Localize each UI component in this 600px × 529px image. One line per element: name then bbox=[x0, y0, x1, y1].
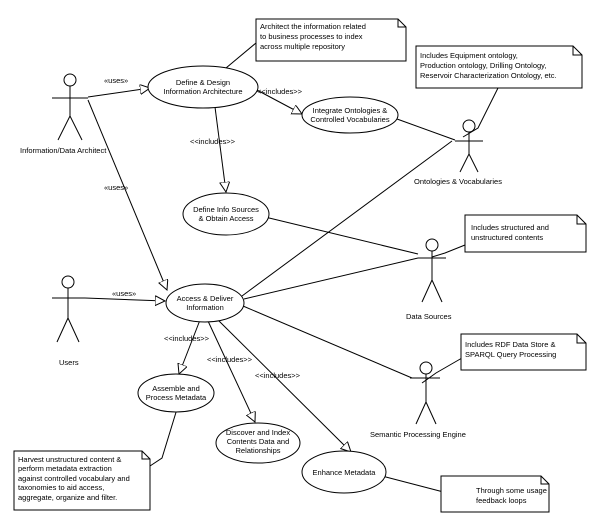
note-text: across multiple repository bbox=[260, 42, 345, 51]
use-case-assemble[interactable]: Assemble and Process Metadata bbox=[137, 373, 215, 413]
note-sources: Includes structured and unstructured con… bbox=[464, 214, 587, 253]
note-text: Architect the information related bbox=[260, 22, 366, 31]
include-line-enhance bbox=[217, 319, 351, 452]
use-case-label: Define Info Sources bbox=[193, 205, 259, 214]
note-ontology: Includes Equipment ontology, Production … bbox=[415, 45, 583, 89]
actor-users[interactable]: Users bbox=[52, 275, 85, 367]
use-case-label: Integrate Ontologies & bbox=[313, 106, 388, 115]
use-case-label: Contents Data and bbox=[227, 437, 290, 446]
note-text: unstructured contents bbox=[471, 233, 543, 242]
note-link-sources bbox=[431, 244, 466, 258]
stick-figure-icon bbox=[410, 361, 440, 425]
assoc-access-engine bbox=[242, 305, 413, 379]
uses-line-define bbox=[87, 88, 150, 98]
use-case-discover[interactable]: Discover and Index Contents Data and Rel… bbox=[215, 422, 301, 464]
note-text: Production ontology, Drilling Ontology, bbox=[420, 61, 546, 70]
includes-label-sources: <<includes>> bbox=[190, 137, 236, 146]
note-text: taxonomies to aid access, bbox=[18, 483, 104, 492]
includes-label-integrate: <<includes>> bbox=[257, 87, 303, 96]
note-link-harvest bbox=[149, 408, 178, 467]
note-text: Through some usage bbox=[476, 486, 547, 495]
uses-label-define: «uses» bbox=[104, 76, 128, 85]
note-text: Includes Equipment ontology, bbox=[420, 51, 518, 60]
include-line-sources bbox=[214, 106, 226, 192]
use-case-label: Access & Deliver bbox=[177, 294, 234, 303]
stick-figure-icon bbox=[418, 238, 446, 303]
use-case-access-deliver[interactable]: Access & Deliver Information bbox=[165, 283, 245, 323]
actor-label: Users bbox=[59, 358, 79, 367]
note-text: feedback loops bbox=[476, 496, 527, 505]
note-link-engine bbox=[421, 357, 463, 384]
note-text: SPARQL Query Processing bbox=[465, 350, 556, 359]
include-line-integrate bbox=[254, 88, 302, 114]
note-engine: Includes RDF Data Store & SPARQL Query P… bbox=[460, 333, 587, 371]
use-case-label: Information bbox=[186, 303, 224, 312]
use-case-label: Assemble and bbox=[152, 384, 200, 393]
use-case-label: Define & Design bbox=[176, 78, 230, 87]
actor-data-sources[interactable]: Data Sources bbox=[406, 238, 452, 321]
note-text: Includes structured and bbox=[471, 223, 549, 232]
actor-ontologies[interactable]: Ontologies & Vocabularies bbox=[414, 119, 502, 186]
use-case-integrate[interactable]: Integrate Ontologies & Controlled Vocabu… bbox=[301, 96, 399, 134]
note-text: against controlled vocabulary and bbox=[18, 474, 130, 483]
note-text: Harvest unstructured content & bbox=[18, 455, 121, 464]
uses-label-users: «uses» bbox=[112, 289, 136, 298]
use-case-label: Controlled Vocabularies bbox=[310, 115, 389, 124]
use-case-label: Process Metadata bbox=[146, 393, 207, 402]
note-text: Reservoir Characterization Ontology, etc… bbox=[420, 71, 557, 80]
users-uses-line bbox=[84, 298, 165, 301]
includes-label-assemble: <<includes>> bbox=[164, 334, 210, 343]
uses-line-access bbox=[87, 99, 167, 290]
assoc-sources-data bbox=[264, 216, 419, 255]
stick-figure-icon bbox=[52, 73, 88, 141]
actor-semantic-engine[interactable]: Semantic Processing Engine bbox=[370, 361, 466, 439]
note-harvest: Harvest unstructured content & perform m… bbox=[13, 450, 151, 511]
actor-label: Data Sources bbox=[406, 312, 452, 321]
note-architect: Architect the information related to bus… bbox=[255, 18, 407, 62]
uses-label-access: «uses» bbox=[104, 183, 128, 192]
stick-figure-icon bbox=[455, 119, 483, 173]
actor-label: Ontologies & Vocabularies bbox=[414, 177, 502, 186]
note-feedback: Through some usage feedback loops bbox=[440, 475, 550, 513]
use-case-label: Information Architecture bbox=[163, 87, 242, 96]
use-case-label: & Obtain Access bbox=[198, 214, 253, 223]
actor-label: Semantic Processing Engine bbox=[370, 430, 466, 439]
use-case-define-sources[interactable]: Define Info Sources & Obtain Access bbox=[182, 192, 270, 236]
note-text: perform metadata extraction bbox=[18, 464, 112, 473]
assoc-access-data bbox=[243, 257, 419, 300]
note-text: Includes RDF Data Store & bbox=[465, 340, 555, 349]
includes-label-enhance: <<includes>> bbox=[255, 371, 301, 380]
include-line-assemble bbox=[179, 319, 201, 374]
actor-architect[interactable]: Information/Data Architect bbox=[20, 73, 107, 155]
stick-figure-icon bbox=[52, 275, 85, 343]
assoc-integrate-ontologies bbox=[396, 118, 456, 141]
use-case-enhance[interactable]: Enhance Metadata bbox=[301, 450, 387, 494]
note-text: aggregate, organize and filter. bbox=[18, 493, 117, 502]
use-case-label: Relationships bbox=[235, 446, 280, 455]
includes-label-discover: <<includes>> bbox=[207, 355, 253, 364]
note-link-ontology bbox=[462, 87, 499, 138]
use-case-define-design[interactable]: Define & Design Information Architecture bbox=[147, 65, 259, 109]
actor-label: Information/Data Architect bbox=[20, 146, 107, 155]
use-case-label: Enhance Metadata bbox=[313, 468, 377, 477]
note-text: to business processes to index bbox=[260, 32, 363, 41]
include-line-discover bbox=[207, 320, 255, 422]
use-case-label: Discover and Index bbox=[226, 428, 290, 437]
assoc-access-ontologies bbox=[241, 140, 453, 297]
